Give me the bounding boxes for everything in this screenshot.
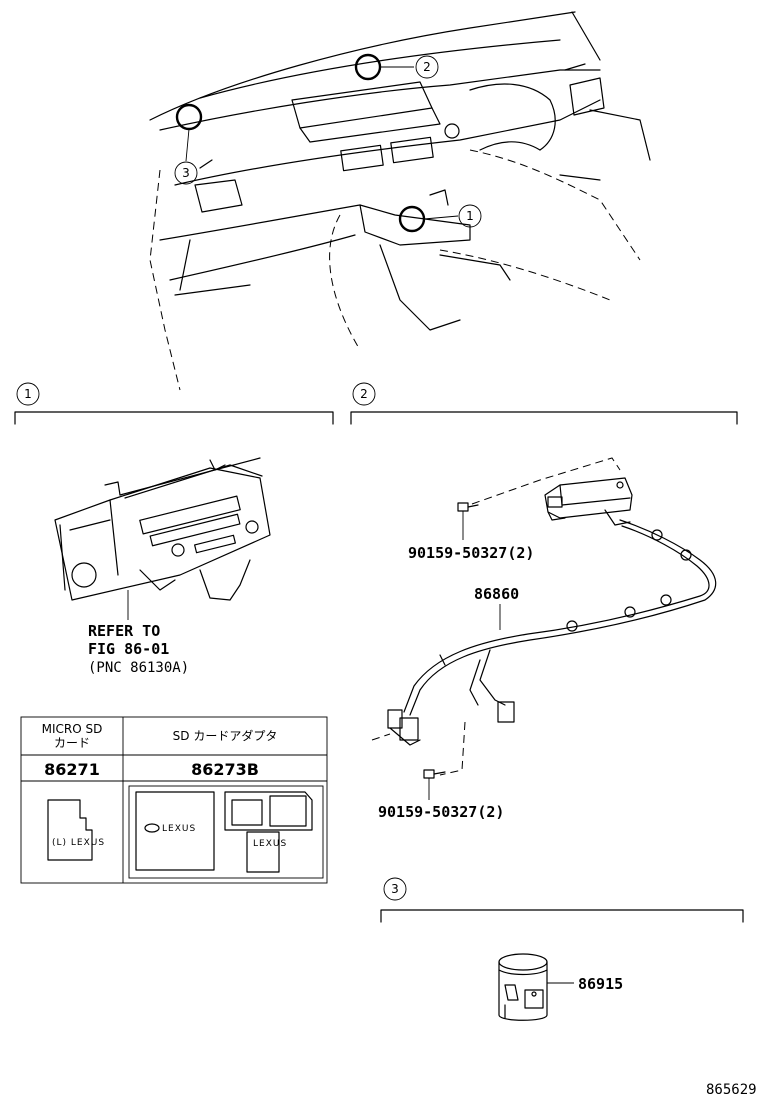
refer-line-3: (PNC 86130A) xyxy=(88,660,189,676)
col2-header: SD カードアダプタ xyxy=(173,728,278,743)
audio-head-unit xyxy=(54,457,271,601)
callout-3-label: 3 xyxy=(182,166,190,180)
harness-label: 86860 xyxy=(474,585,519,603)
section-3-number: 3 xyxy=(391,882,399,896)
lexus-logo-text: LEXUS xyxy=(162,824,196,834)
section-3: 3 86915 xyxy=(380,877,744,1021)
col1-header-line1: MICRO SD xyxy=(42,722,103,736)
col1-part-number: 86271 xyxy=(44,760,100,779)
part-86915-label: 86915 xyxy=(578,975,623,993)
figure-id: 865629 xyxy=(706,1082,757,1098)
col2-part-number: 86273B xyxy=(191,760,259,779)
dashboard-overview: 2 3 1 xyxy=(149,11,651,391)
aux-port-part xyxy=(498,953,548,1021)
bolt-bottom-label: 90159-50327(2) xyxy=(378,803,504,821)
micro-sd-logo: (L) LEXUS xyxy=(52,838,105,848)
sd-reader-module xyxy=(544,477,633,526)
refer-line-2: FIG 86-01 xyxy=(88,640,169,658)
wire-harness xyxy=(387,519,717,746)
section-1: 1 REFER TO FIG 86-01 (PNC 86130A) xyxy=(14,382,334,676)
callout-2-label: 2 xyxy=(423,60,431,74)
adapter-logo: LEXUS xyxy=(253,839,287,849)
bolt-top xyxy=(457,502,479,540)
sd-card-table: MICRO SD カード SD カードアダプタ 86271 86273B (L)… xyxy=(20,716,328,884)
micro-sd-card-image: (L) LEXUS xyxy=(47,799,105,861)
section-1-number: 1 xyxy=(24,387,32,401)
section-2-number: 2 xyxy=(360,387,368,401)
callout-1-label: 1 xyxy=(466,209,474,223)
refer-line-1: REFER TO xyxy=(88,622,160,640)
section-2: 2 90159-50327(2) xyxy=(350,382,738,821)
sd-adapter-image: LEXUS LEXUS xyxy=(128,785,324,879)
bolt-bottom xyxy=(423,769,446,800)
bolt-top-label: 90159-50327(2) xyxy=(408,544,534,562)
col1-header-line2: カード xyxy=(54,736,90,750)
